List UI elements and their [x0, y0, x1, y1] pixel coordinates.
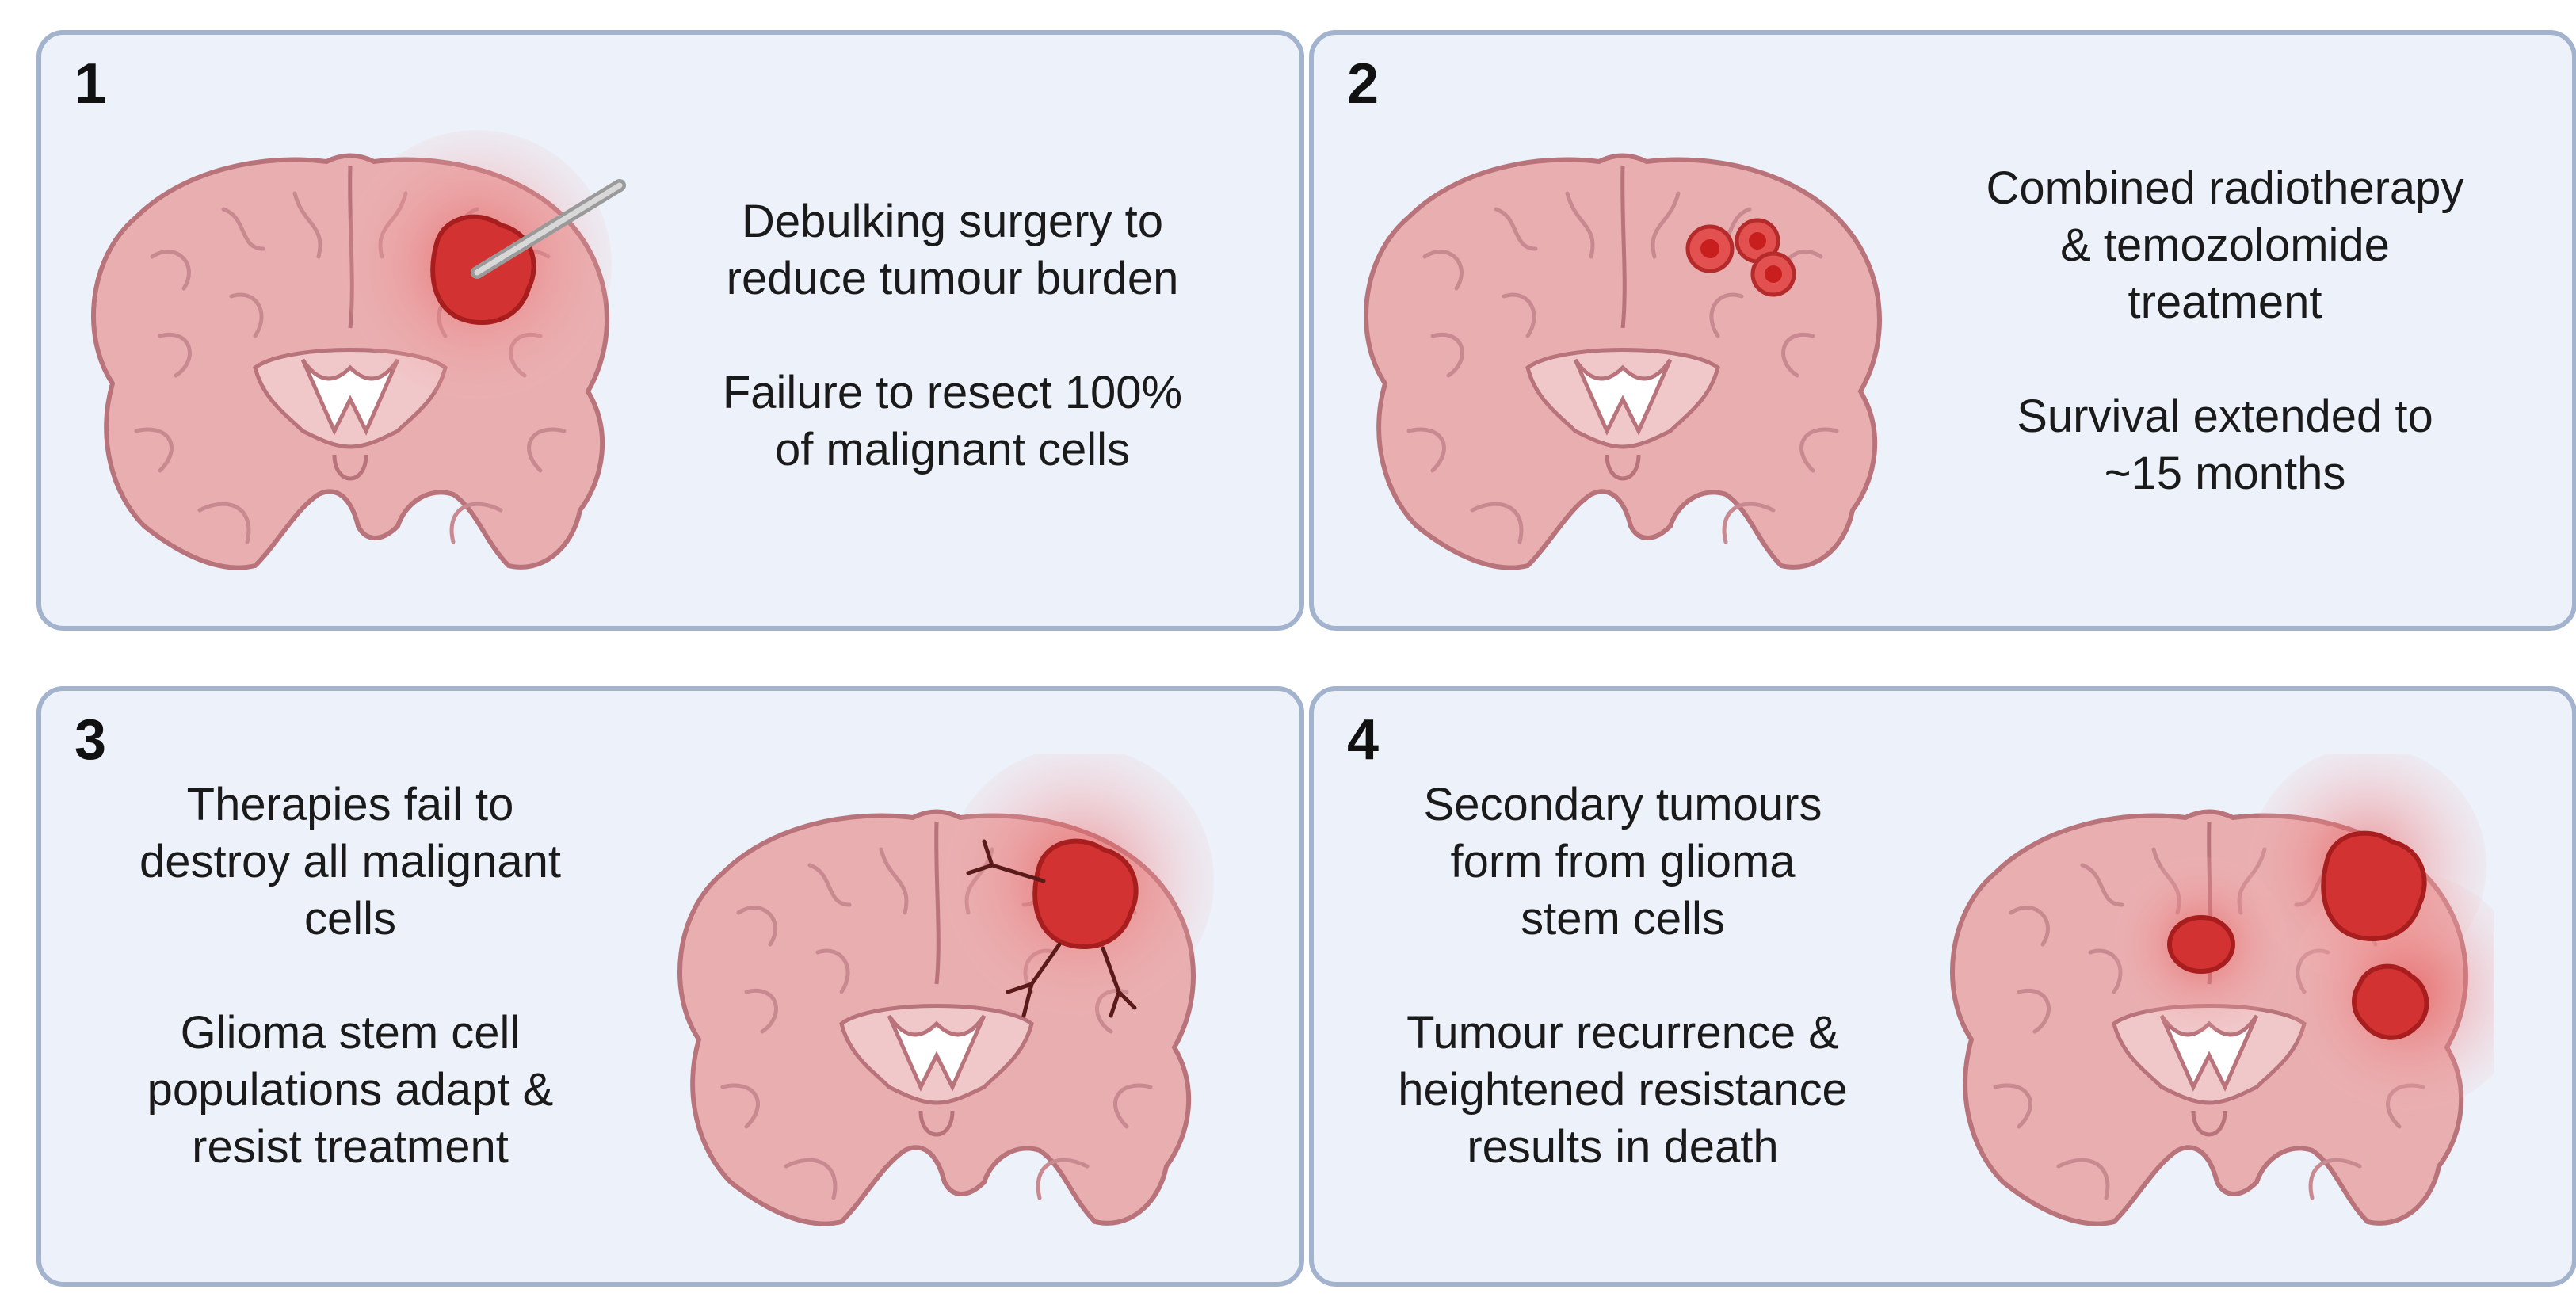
text-line: ~15 months	[2104, 448, 2346, 499]
panel-2: 2 Combined radiotherapy& temozolomide tre…	[1309, 30, 2576, 631]
text-line: resist treatment	[192, 1121, 509, 1173]
secondary-tumour	[2352, 963, 2429, 1040]
text-line: Glioma stem cell	[180, 1007, 521, 1059]
panel-3: 3 Therapies fail to destroy all malignant…	[36, 686, 1304, 1287]
text-line: Survival extended to	[2017, 391, 2433, 442]
panel-number: 4	[1347, 708, 1380, 772]
text-line: results in death	[1467, 1121, 1779, 1173]
tumour-mass	[2321, 830, 2427, 942]
text-line: Secondary tumours	[1423, 779, 1822, 830]
text-line: populations adapt &	[147, 1064, 554, 1116]
text-line: Tumour recurrence &	[1406, 1007, 1839, 1059]
panel-4: 4 Secondary tumours form from glioma stem …	[1309, 686, 2576, 1287]
tumour-infiltration	[966, 839, 1137, 1018]
panel-text: Combined radiotherapy& temozolomide treat…	[1916, 160, 2534, 502]
panel-text: Debulking surgery to reduce tumour burden…	[643, 193, 1261, 479]
panel-number: 1	[74, 52, 107, 116]
panel-text: Therapies fail to destroy all malignant ce…	[41, 776, 659, 1176]
text-line: reduce tumour burden	[726, 253, 1179, 304]
text-line: heightened resistance	[1398, 1064, 1848, 1116]
tumour-mass	[1032, 838, 1139, 950]
text-line: cells	[303, 893, 397, 944]
text-line: Debulking surgery to	[742, 196, 1163, 247]
text-line: destroy all malignant	[139, 836, 561, 887]
panel-text: Secondary tumours form from glioma stem ce…	[1314, 776, 1932, 1176]
text-line: Therapies fail to	[186, 779, 514, 830]
brain-with-treatment-illustration	[1338, 98, 1908, 605]
text-line: stem cells	[1521, 893, 1725, 944]
text-line: form from glioma	[1450, 836, 1796, 887]
panel-1: 1 Debulking surgery to reduce tumour burd…	[36, 30, 1304, 631]
text-line: Combined radiotherapy	[1986, 162, 2464, 214]
text-line: treatment	[2128, 277, 2322, 328]
text-line: & temozolomide	[2060, 219, 2390, 271]
brain-with-recurrent-tumours-illustration	[1924, 754, 2494, 1261]
panel-number: 3	[74, 708, 107, 772]
text-line: of malignant cells	[774, 424, 1131, 475]
text-line: Failure to resect 100%	[722, 367, 1183, 418]
brain-with-resistant-tumour-illustration	[651, 754, 1214, 1261]
panel-number: 2	[1347, 52, 1380, 116]
brain-with-surgery-illustration	[65, 130, 626, 605]
secondary-tumour	[2167, 915, 2235, 974]
